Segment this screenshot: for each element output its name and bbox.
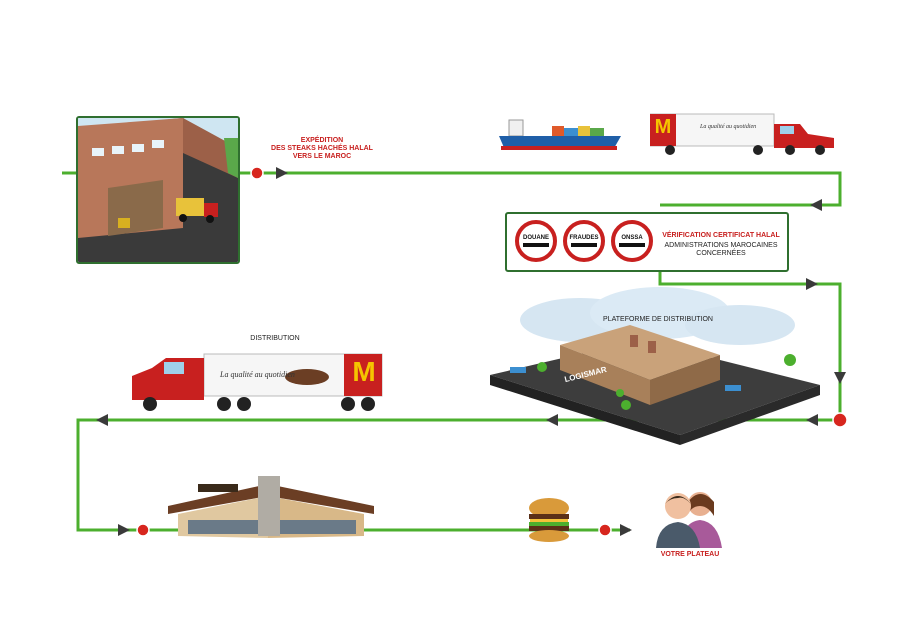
- arrow-down-icon: [834, 372, 846, 384]
- mcdonalds-logo: M: [654, 116, 672, 138]
- truck-slogan: La qualité au quotidien: [220, 370, 295, 379]
- arrow-left-icon: [806, 414, 818, 426]
- cargo-ship-illustration: [499, 119, 621, 150]
- arrow-right-icon: [276, 167, 288, 179]
- arrow-left-icon: [96, 414, 108, 426]
- platform-label: PLATEFORME DE DISTRIBUTION: [603, 316, 713, 323]
- votre-plateau-label: VOTRE PLATEAU: [660, 551, 720, 558]
- burger-illustration: [529, 498, 569, 542]
- sign-douane: DOUANE: [515, 220, 557, 262]
- distribution-platform-illustration: [490, 287, 820, 445]
- arrow-left-icon: [810, 199, 822, 211]
- red-marker-1: [250, 166, 264, 180]
- customers-illustration: [656, 492, 722, 548]
- arrow-right-icon: [806, 278, 818, 290]
- verification-title: VÉRIFICATION CERTIFICAT HALAL: [662, 232, 780, 239]
- restaurant-illustration: [168, 476, 374, 538]
- arrow-left-icon: [546, 414, 558, 426]
- red-marker-2: [832, 412, 848, 428]
- distribution-label: DISTRIBUTION: [250, 335, 300, 342]
- arrow-right-icon: [118, 524, 130, 536]
- expedition-label: EXPÉDITION DES STEAKS HACHÉS HALAL VERS …: [271, 137, 373, 160]
- warehouse-illustration: [76, 116, 240, 264]
- halal-verification-panel: DOUANE FRAUDES ONSSA VÉRIFICATION CERTIF…: [505, 212, 789, 272]
- verification-subtitle: ADMINISTRATIONS MAROCAINES CONCERNÉES: [664, 242, 778, 257]
- truck-top-illustration: M La qualité au quotidien: [649, 112, 834, 156]
- arrow-right-icon: [620, 524, 632, 536]
- mcdonalds-logo: M: [352, 356, 376, 387]
- red-marker-4: [598, 523, 612, 537]
- truck-slogan: La qualité au quotidien: [700, 124, 757, 130]
- red-marker-3: [136, 523, 150, 537]
- sign-onssa: ONSSA: [611, 220, 653, 262]
- sign-fraudes: FRAUDES: [563, 220, 605, 262]
- distribution-truck-illustration: M La qualité au quotidien: [132, 352, 384, 412]
